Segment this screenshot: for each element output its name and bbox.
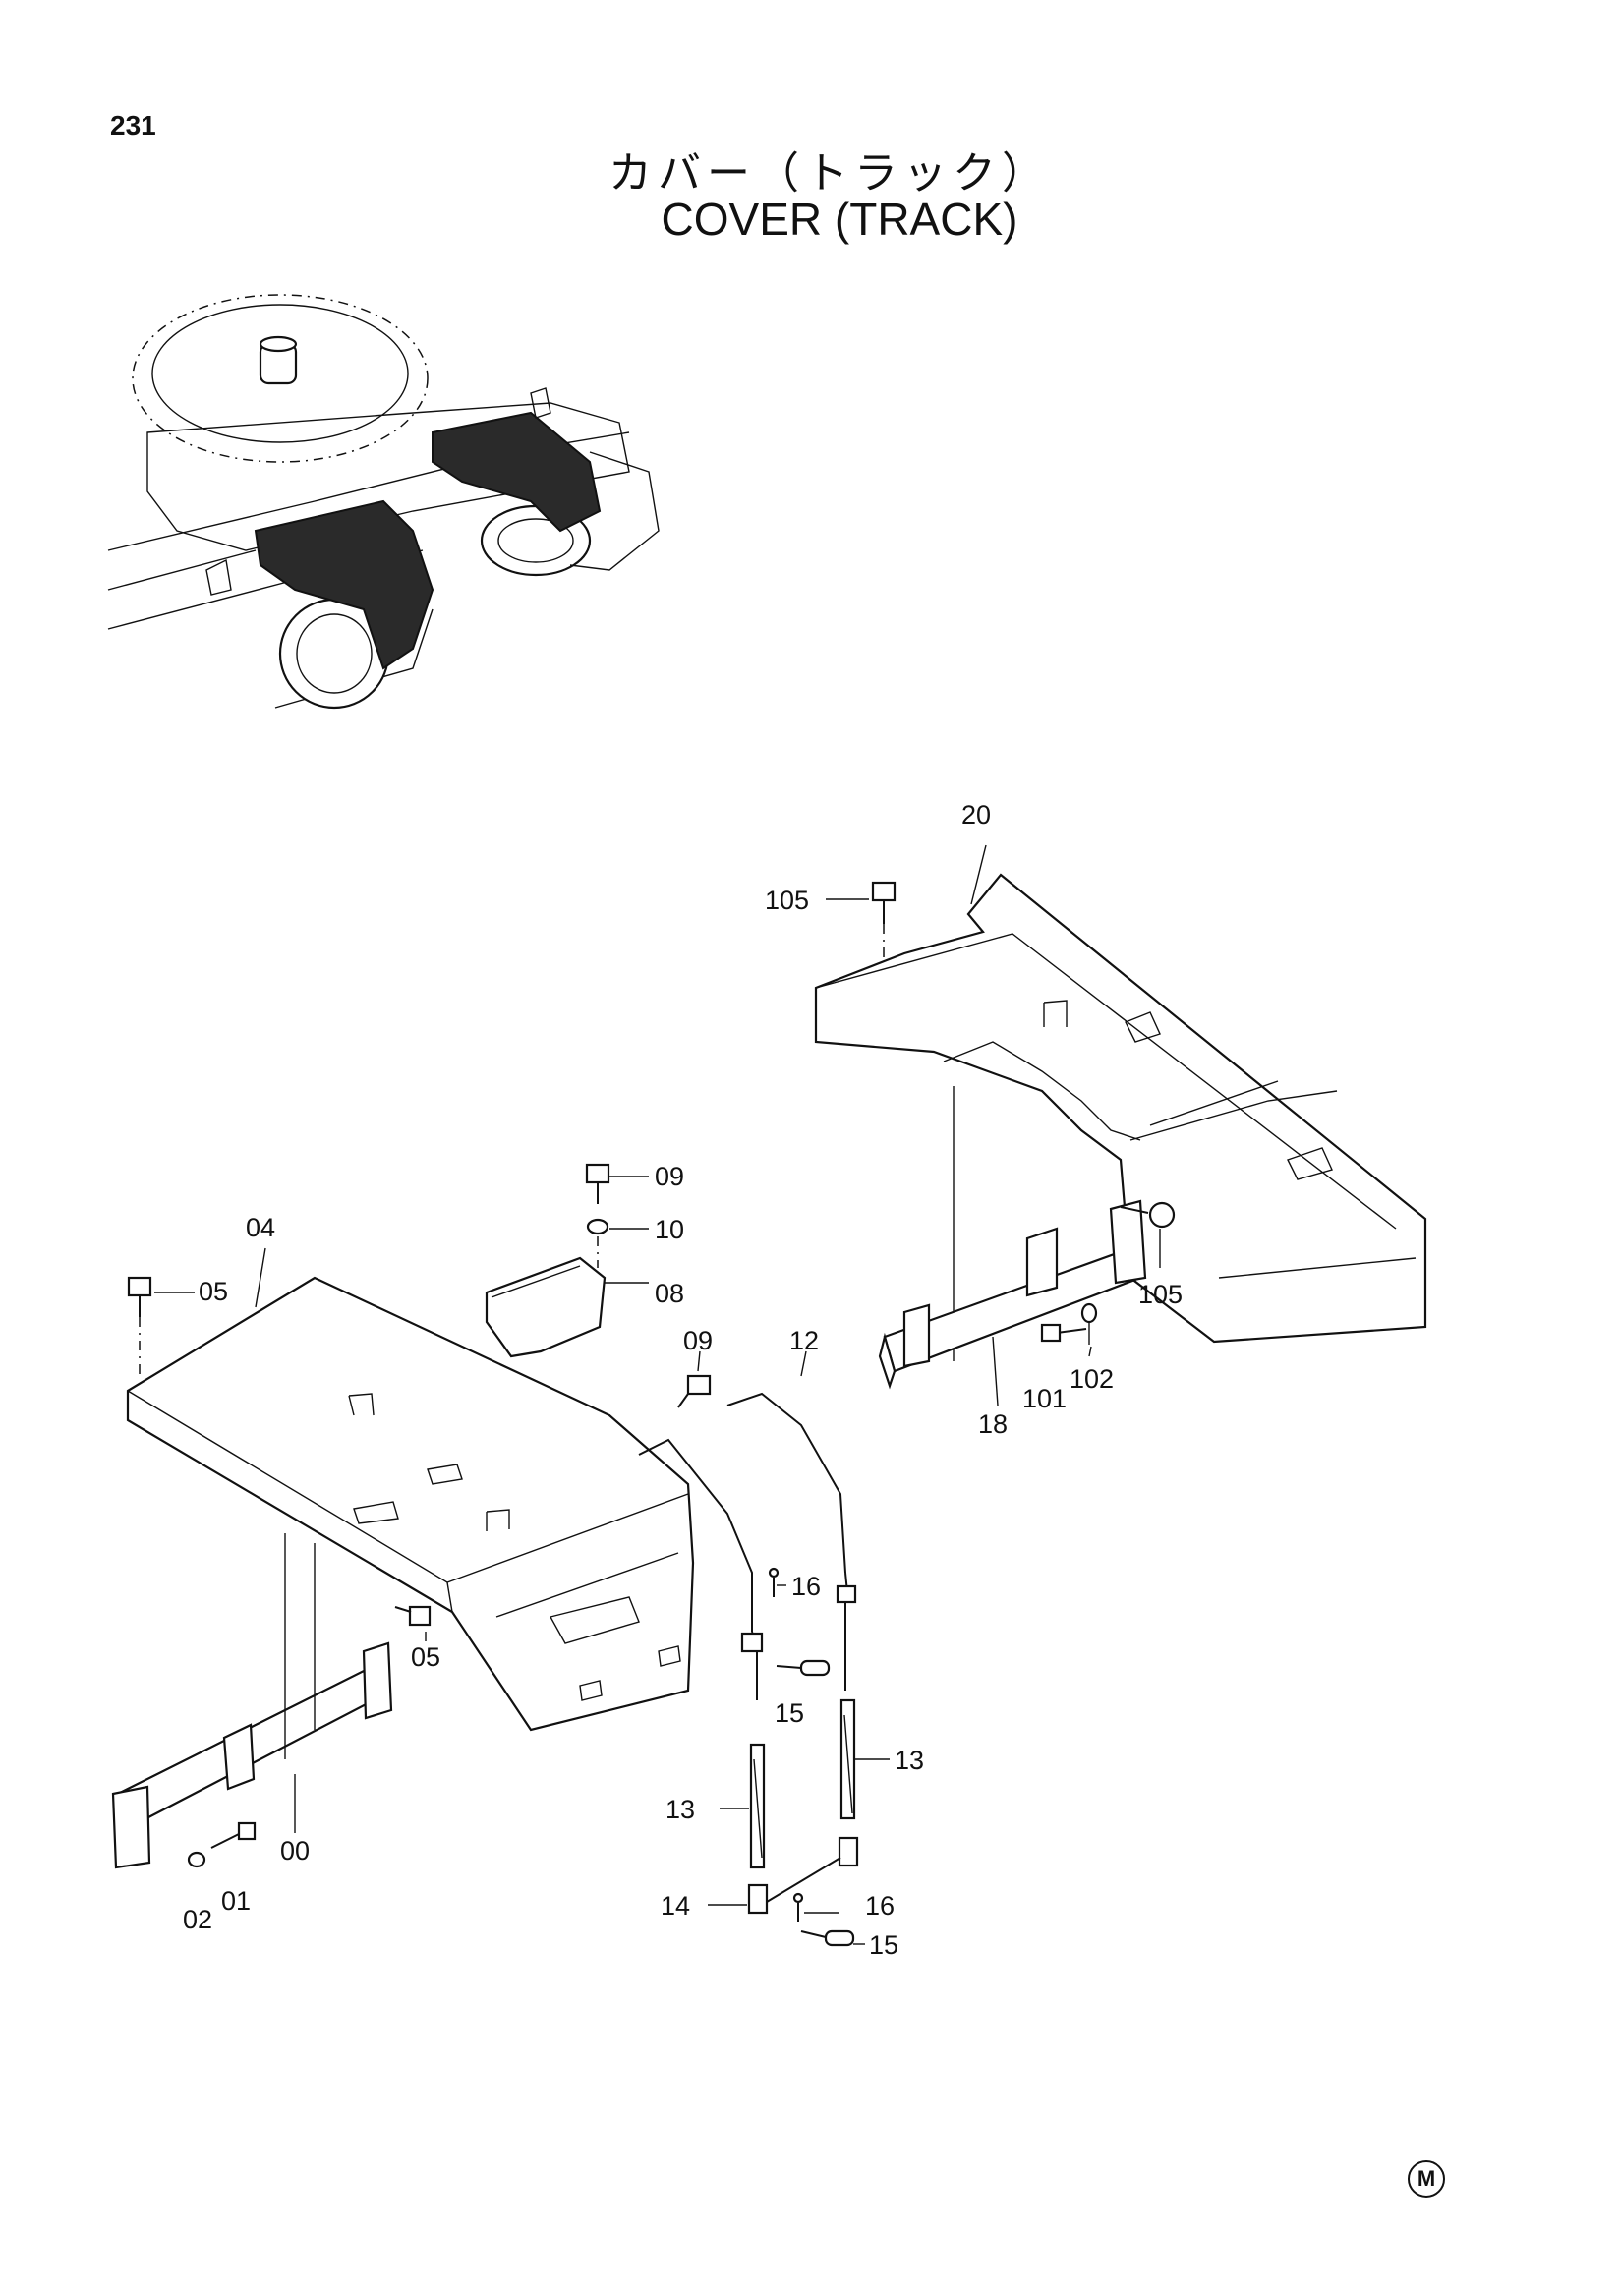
handrail-assembly (638, 1374, 859, 1947)
callout-15: 15 (775, 1698, 804, 1728)
leader-lines (154, 844, 1161, 1945)
callout-20: 20 (961, 800, 991, 830)
callout-05: 05 (411, 1642, 440, 1672)
callout-13: 13 (895, 1746, 924, 1775)
callout-08: 08 (655, 1279, 684, 1308)
callout-102: 102 (1070, 1364, 1114, 1394)
callout-16: 16 (865, 1891, 895, 1921)
left-cover-assembly (111, 1163, 695, 1869)
callout-01: 01 (221, 1886, 251, 1916)
callout-labels: 105 20 105 102 101 18 09 10 04 08 05 09 … (183, 800, 1183, 1960)
page-number: 231 (110, 110, 156, 141)
callout-18: 18 (978, 1409, 1008, 1439)
callout-12: 12 (789, 1326, 819, 1355)
overview-machine (107, 294, 660, 710)
callout-105: 105 (1138, 1280, 1183, 1309)
callout-09: 09 (683, 1326, 713, 1355)
m-mark-icon: M (1408, 2160, 1445, 2198)
callout-02: 02 (183, 1905, 212, 1934)
callout-15: 15 (869, 1930, 898, 1960)
callout-05: 05 (199, 1277, 228, 1306)
callout-04: 04 (246, 1213, 275, 1242)
title-japanese: カバー（トラック） (608, 148, 1051, 199)
callout-13: 13 (665, 1795, 695, 1824)
callout-09: 09 (655, 1162, 684, 1191)
title-english: COVER (TRACK) (661, 194, 1018, 245)
callout-101: 101 (1022, 1384, 1067, 1413)
callout-105: 105 (765, 886, 809, 915)
right-cover-assembly (814, 873, 1427, 1390)
callout-00: 00 (280, 1836, 310, 1866)
callout-14: 14 (661, 1891, 690, 1921)
callout-10: 10 (655, 1215, 684, 1244)
callout-16: 16 (791, 1572, 821, 1601)
